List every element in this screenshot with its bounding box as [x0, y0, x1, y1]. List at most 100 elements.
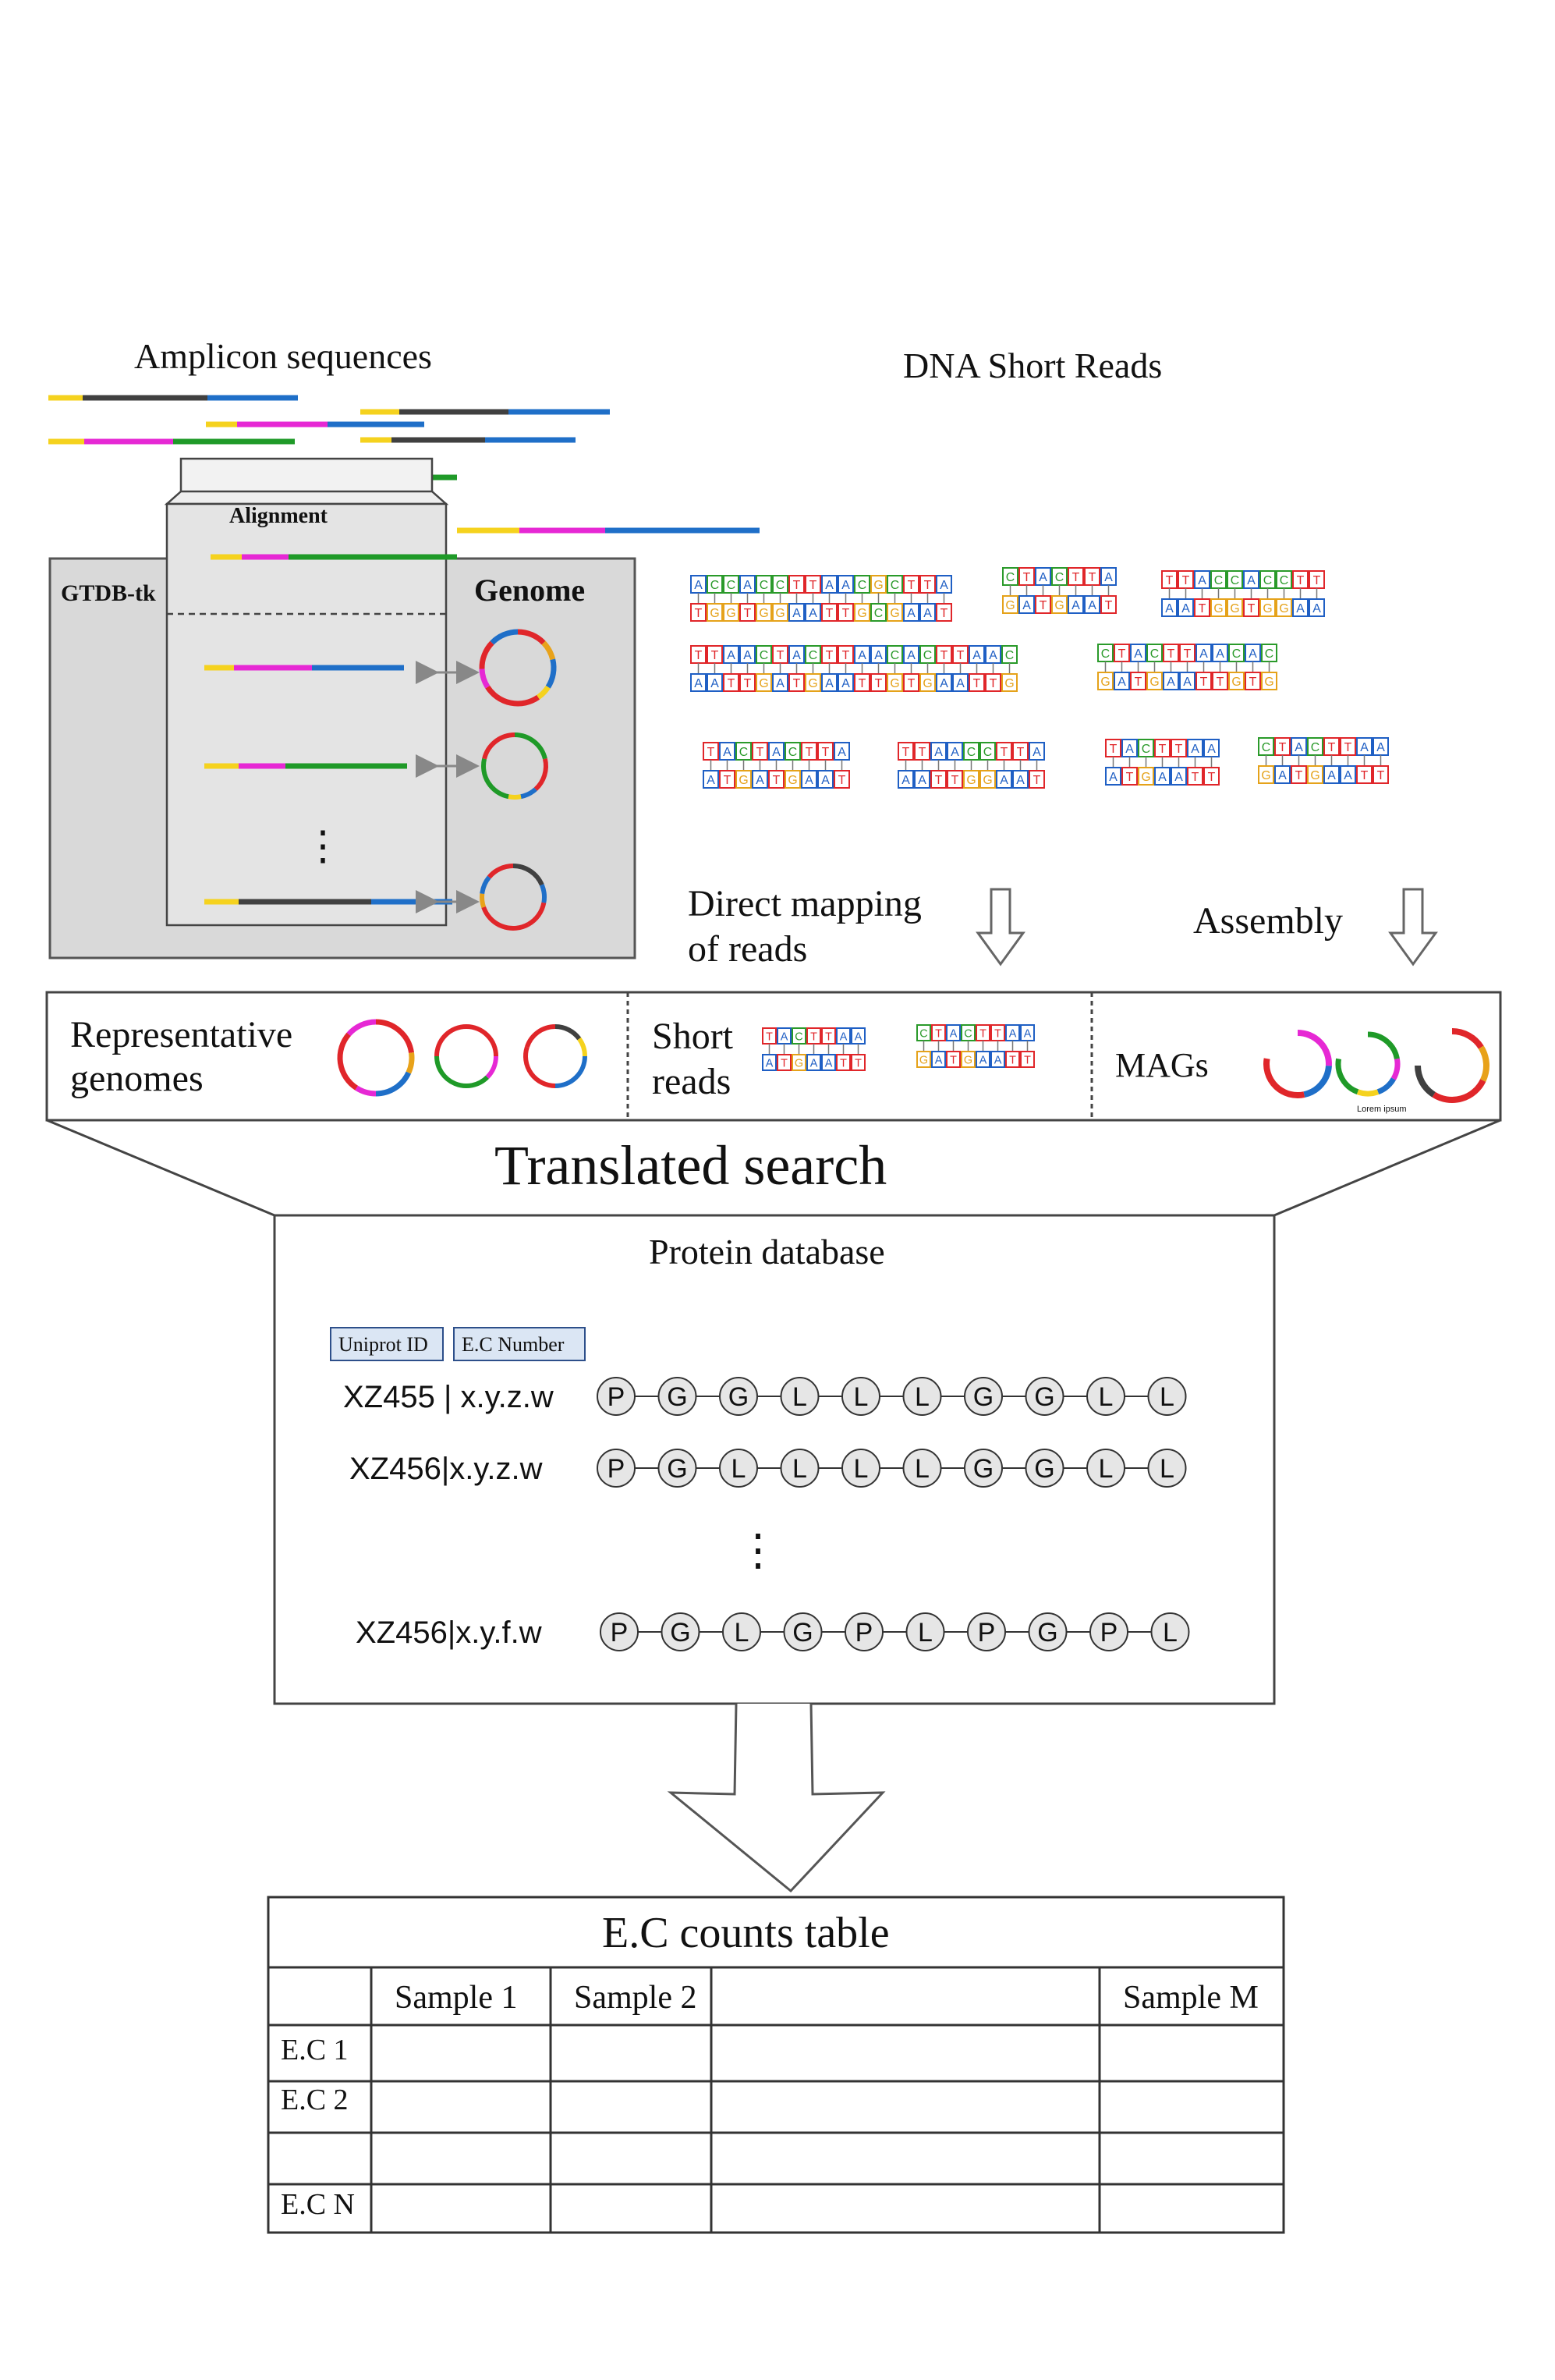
base-box — [836, 1054, 851, 1071]
amino-acid-letter: L — [792, 1382, 807, 1412]
base-letter: C — [923, 649, 932, 662]
base-box — [903, 603, 919, 622]
amino-acid-letter: L — [854, 1454, 869, 1484]
base-letter: G — [1310, 769, 1319, 782]
base-box — [1051, 595, 1068, 614]
base-letter: A — [825, 579, 834, 592]
base-box — [1179, 672, 1195, 690]
base-letter: A — [1249, 647, 1257, 661]
circle-arc — [533, 758, 548, 791]
circle-arc — [406, 1052, 415, 1074]
direct-mapping-line2: of reads — [688, 928, 807, 970]
circle-arc — [1297, 1030, 1332, 1066]
circle-arc — [1415, 1065, 1436, 1098]
base-letter: G — [759, 677, 768, 690]
circle-arc — [554, 1024, 582, 1041]
base-box — [1291, 765, 1307, 784]
amino-acid-letter: L — [854, 1382, 869, 1412]
base-letter: G — [1141, 771, 1150, 784]
funnel-outline — [46, 1119, 1501, 1217]
base-letter: T — [825, 1031, 832, 1044]
circle-arc — [526, 902, 547, 927]
base-box — [772, 603, 788, 622]
circle-arc — [485, 1055, 498, 1079]
base-letter: A — [1312, 602, 1321, 615]
base-letter: T — [1001, 746, 1008, 759]
direct-mapping-arrow — [976, 888, 1025, 967]
base-box — [788, 673, 805, 692]
genome-circle — [479, 629, 557, 707]
amino-acid-circle — [1147, 1449, 1187, 1488]
base-letter: A — [1125, 743, 1134, 756]
base-box — [979, 770, 996, 789]
base-letter: A — [1296, 602, 1305, 615]
base-letter: C — [1142, 743, 1150, 756]
assembly-label: Assembly — [1193, 900, 1343, 942]
base-letter: A — [1039, 571, 1047, 584]
base-letter: T — [1072, 571, 1080, 584]
amino-acid-circle — [722, 1612, 761, 1651]
amino-acid-circle — [1086, 1449, 1125, 1488]
base-letter: G — [1004, 677, 1014, 690]
base-letter: C — [1150, 647, 1159, 661]
circle-arc — [434, 1055, 489, 1088]
assembly-arrow — [1388, 888, 1438, 967]
base-box — [805, 673, 821, 692]
base-letter: G — [775, 607, 785, 620]
amino-acid-letter: L — [918, 1618, 933, 1648]
base-box — [1276, 598, 1292, 617]
base-box — [1187, 767, 1203, 786]
base-letter: T — [990, 677, 997, 690]
base-box — [851, 1054, 866, 1071]
base-letter: T — [1297, 574, 1305, 587]
amino-acid-circle — [841, 1377, 880, 1416]
amino-acid-letter: G — [973, 1454, 994, 1484]
base-box — [1228, 672, 1245, 690]
base-letter: A — [809, 607, 817, 620]
base-letter: T — [924, 579, 932, 592]
alignment-label: Alignment — [229, 504, 328, 528]
base-letter: G — [857, 607, 866, 620]
base-box — [1130, 672, 1146, 690]
base-letter: T — [973, 677, 981, 690]
base-letter: A — [792, 607, 801, 620]
base-box — [801, 770, 817, 789]
amino-acid-circle — [597, 1377, 636, 1416]
base-box — [898, 770, 914, 789]
amino-acid-letter: L — [1160, 1382, 1174, 1412]
amino-acid-circle — [783, 1612, 823, 1651]
base-letter: A — [1104, 571, 1113, 584]
base-box — [930, 770, 947, 789]
genome-circle — [1335, 1031, 1401, 1097]
base-letter: G — [1263, 602, 1272, 615]
base-letter: A — [1165, 602, 1174, 615]
base-letter: T — [859, 677, 866, 690]
base-letter: A — [810, 1058, 818, 1070]
base-letter: T — [1200, 676, 1208, 689]
base-box — [1323, 765, 1340, 784]
circle-arc — [536, 685, 551, 700]
base-box — [690, 603, 707, 622]
base-box — [1245, 672, 1261, 690]
base-box — [854, 673, 870, 692]
base-letter: A — [1016, 774, 1025, 787]
circle-arc — [375, 1071, 412, 1097]
base-letter: T — [1208, 771, 1216, 784]
base-box — [821, 1054, 836, 1071]
base-letter: T — [935, 774, 943, 787]
base-box — [821, 673, 838, 692]
base-box — [777, 1054, 792, 1071]
base-box — [1195, 672, 1212, 690]
base-letter: A — [874, 649, 883, 662]
uniprot-header-box — [330, 1327, 444, 1361]
base-letter: G — [759, 607, 768, 620]
circle-arc — [375, 1019, 414, 1054]
lorem-label: Lorem ipsum — [1357, 1105, 1407, 1114]
base-box — [756, 673, 772, 692]
base-box — [931, 1051, 946, 1068]
amino-acid-circle — [902, 1449, 942, 1488]
base-letter: T — [826, 649, 834, 662]
